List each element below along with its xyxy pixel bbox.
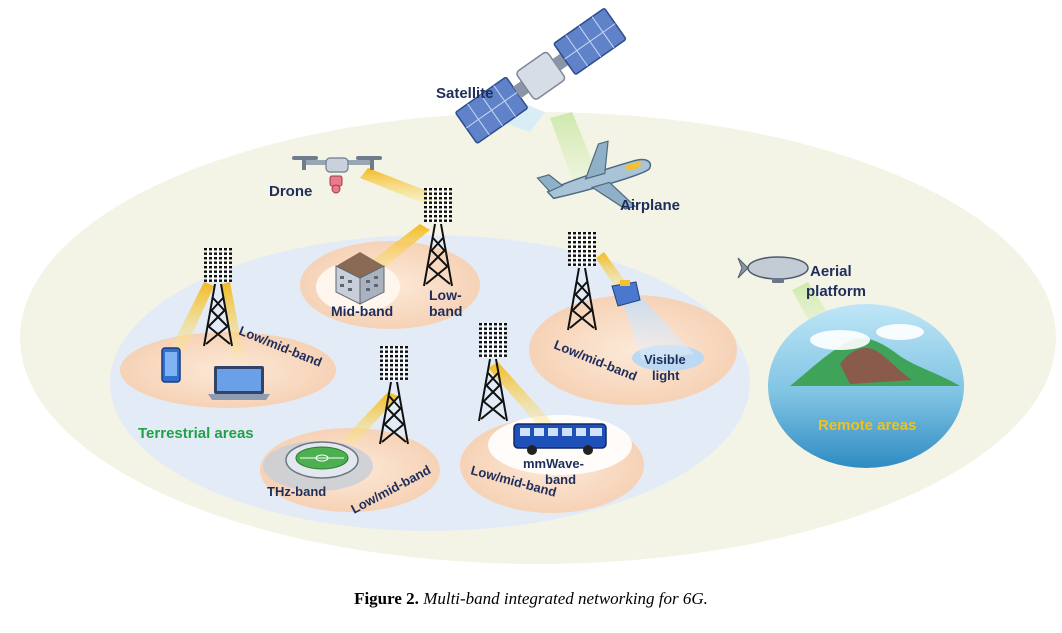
label-thz-band: THz-band bbox=[267, 484, 326, 499]
figure-caption: Figure 2. Multi-band integrated networki… bbox=[0, 589, 1062, 609]
stadium-icon bbox=[285, 441, 359, 479]
label-visible-light-1: Visible bbox=[644, 352, 686, 367]
visible-light-lamp-icon bbox=[611, 280, 641, 307]
label-airplane: Airplane bbox=[620, 197, 680, 214]
visible-light-beam bbox=[622, 296, 694, 360]
bus-icon bbox=[513, 423, 607, 455]
label-aerial-platform-2: platform bbox=[806, 283, 866, 300]
remote-island-scene bbox=[768, 304, 964, 468]
label-low-band-2: band bbox=[429, 303, 462, 319]
aerial-platform-icon bbox=[737, 256, 809, 283]
phone-icon bbox=[161, 347, 181, 383]
label-visible-light-2: light bbox=[652, 368, 680, 383]
label-mmwave-1: mmWave- bbox=[523, 456, 584, 471]
label-low-band-1: Low- bbox=[429, 287, 462, 303]
label-remote-areas: Remote areas bbox=[818, 417, 916, 434]
satellite-icon bbox=[455, 8, 627, 144]
beam-to-stadium bbox=[342, 392, 398, 446]
cell-visible-light bbox=[529, 295, 737, 405]
beam-to-laptop bbox=[222, 282, 244, 358]
label-mmwave-2: band bbox=[545, 472, 576, 487]
label-satellite: Satellite bbox=[436, 85, 494, 102]
label-terrestrial-areas: Terrestrial areas bbox=[138, 425, 254, 442]
beam-to-phone bbox=[172, 282, 214, 352]
beam-to-bus bbox=[488, 362, 552, 428]
airplane-icon bbox=[536, 140, 652, 210]
building-icon bbox=[335, 252, 385, 305]
satellite-to-airplane-beam bbox=[550, 112, 600, 190]
label-aerial-platform-1: Aerial bbox=[810, 263, 852, 280]
label-drone: Drone bbox=[269, 183, 312, 200]
drone-beam bbox=[360, 168, 440, 206]
laptop-icon bbox=[208, 366, 270, 400]
caption-label: Figure 2. bbox=[354, 589, 419, 608]
caption-text: Multi-band integrated networking for 6G. bbox=[423, 589, 708, 608]
label-mid-band: Mid-band bbox=[331, 303, 393, 319]
drone-icon bbox=[292, 156, 382, 194]
